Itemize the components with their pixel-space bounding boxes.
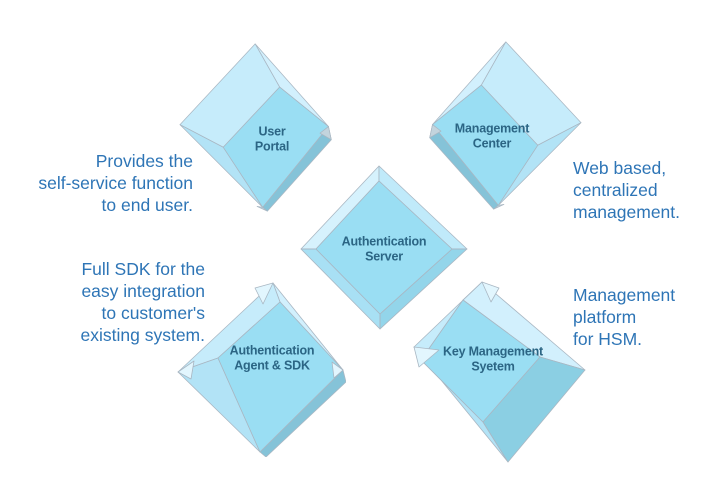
facet-dark-strip: [259, 369, 346, 457]
node-label-management-center: Management Center: [454, 121, 530, 151]
annotation-top-left: Provides the self-service function to en…: [38, 151, 193, 215]
node-key-management-system-gem: [411, 280, 587, 470]
facet-pale-apex: [254, 282, 274, 305]
facet-gray-right: [319, 126, 332, 141]
gem-shape: [177, 282, 346, 457]
node-user-portal-gem: [178, 42, 338, 213]
node-management-center-gem: [423, 40, 583, 211]
facet-pale-apex: [481, 281, 500, 303]
node-authentication-server-gem: [299, 164, 469, 334]
gem-shape: [300, 165, 468, 330]
facet-pale-right: [331, 361, 344, 379]
annotation-top-right: Web based, centralized management.: [573, 158, 681, 222]
facet-dark-large: [482, 356, 586, 463]
node-authentication-agent-sdk-gem: [176, 281, 346, 457]
gem-shape: [179, 43, 332, 212]
facet-gray-tip: [493, 204, 505, 210]
annotation-bottom-right: Management platform for HSM.: [573, 285, 676, 349]
facet-gray-tip: [256, 206, 268, 212]
facet-pale-left: [413, 346, 440, 368]
gem-shape: [413, 281, 586, 463]
node-label-authentication-server: Authentication Server: [341, 234, 427, 264]
facet-pale-left: [177, 360, 195, 380]
node-label-user-portal: User Portal: [254, 124, 290, 154]
annotation-bottom-left: Full SDK for the easy integration to cus…: [80, 259, 205, 345]
gem-shape: [429, 41, 582, 210]
node-label-authentication-agent-sdk: Authentication Agent & SDK: [229, 343, 315, 373]
facet-gray-right: [429, 124, 442, 139]
node-label-key-management-system: Key Management Syetem: [442, 344, 544, 374]
